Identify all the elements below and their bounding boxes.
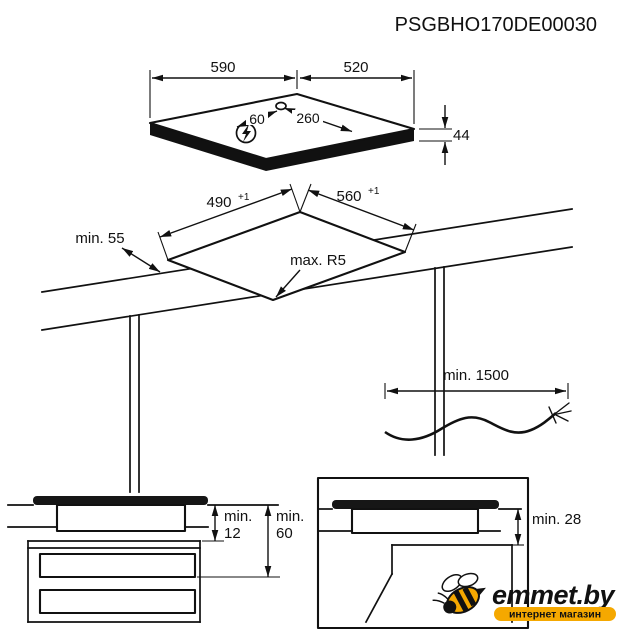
dim-hob-width: 590 [210,59,235,76]
dim-label-mask [246,111,268,125]
document-code: PSGBHO170DE00030 [395,14,597,36]
dim-hob-depth: 520 [343,59,368,76]
dim-connection-offset-left: 60 [249,111,265,127]
dim-front-clearance: min. 55 [75,230,124,247]
hob-front-face-right [266,129,414,171]
lightning-bolt-icon [242,124,251,142]
bee-icon [432,572,486,614]
dim-cable-length: min. 1500 [443,367,509,384]
emmet-logo: emmet.by интернет магазин [432,572,617,621]
hob-body-profile [55,503,187,533]
dim-drawer-gap-prefix: min. [224,508,252,525]
drawer-clearance-view: min. 12 min. 60 [7,496,304,623]
drawer-front-1 [38,552,197,579]
dim-cutout-depth: 560 [336,188,361,205]
worktop-cutout-view: 490 +1 560 +1 min. 55 max. R5 [41,183,573,493]
dim-cutout-depth-tolerance: +1 [368,186,380,197]
dim-connection-offset-right: 260 [296,110,320,126]
oven-clearance-view: min. 28 [316,476,581,630]
dim-cutout-width: 490 [206,194,231,211]
hob-glass-profile [33,496,208,505]
brand-name: emmet.by [492,580,617,610]
hob-front-face-left [150,123,266,171]
dim-hob-height: 44 [453,127,470,144]
power-cable [384,412,557,441]
hob-glass-profile [332,500,499,509]
bee-stinger [475,587,486,597]
drawer-front-2 [38,588,197,615]
hob-body-profile [350,507,480,535]
worktop-cutout-hole [166,210,407,302]
dim-drawer-gap-value: 12 [224,525,241,542]
cable-clamp-mark [548,406,557,424]
hob-perspective-view: 60 260 590 520 44 [148,59,470,171]
bee-head [443,600,457,614]
power-cable-view: min. 1500 [384,367,572,441]
hob-top-surface [148,92,416,161]
tagline-pill [494,607,616,621]
dim-shelf-gap-value: 60 [276,525,293,542]
dim-oven-gap: min. 28 [532,511,581,528]
dim-label-mask [292,110,323,125]
dim-corner-radius: max. R5 [290,252,346,269]
junction-box-mark [275,101,287,111]
dim-cutout-width-tolerance: +1 [238,192,250,203]
brand-tagline: интернет магазин [509,609,601,621]
bee-wing [457,572,479,588]
dim-shelf-gap-prefix: min. [276,508,304,525]
